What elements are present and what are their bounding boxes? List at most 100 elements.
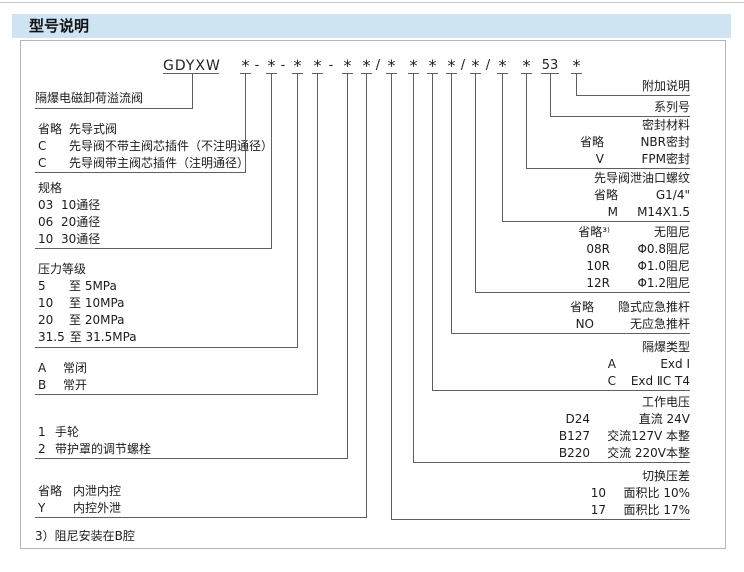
connector-line — [432, 73, 433, 390]
model-code-segment: * — [292, 56, 303, 75]
connector-line — [271, 73, 272, 248]
connector-line — [192, 73, 193, 108]
option-row: Y 内控外泄 — [38, 500, 121, 517]
option-desc: 10通径 — [61, 198, 101, 212]
connector-line — [475, 73, 476, 292]
model-code-segment: * — [497, 56, 508, 75]
option-code: 10 — [38, 296, 54, 310]
option-row: B220 交流 220V本整 — [559, 445, 690, 462]
connector-line — [550, 116, 690, 117]
model-code-separator: - — [280, 58, 286, 73]
connector-line — [35, 108, 193, 109]
option-row: 隔爆电磁卸荷溢流阀 — [35, 90, 143, 107]
option-desc: M14X1.5 — [637, 205, 690, 219]
model-code-segment: * — [342, 56, 353, 75]
model-code-segment: * — [408, 56, 419, 75]
section-header-label: 附加说明 — [641, 79, 690, 93]
connector-line — [391, 519, 690, 520]
option-row: 省略内泄内控 — [38, 483, 121, 500]
option-code: 省略 — [579, 135, 604, 149]
option-desc: 交流 220V本整 — [607, 446, 690, 460]
option-code: B220 — [558, 446, 590, 460]
option-desc: 先导阀不带主阀芯插件（不注明通径） — [69, 139, 274, 153]
model-code-segment: * — [446, 56, 457, 75]
option-code: 20 — [38, 313, 54, 327]
option-desc: Φ1.0阻尼 — [637, 259, 690, 273]
option-desc: 面积比 17% — [623, 503, 691, 517]
option-desc: 无阻尼 — [653, 225, 690, 239]
section-header: 压力等级 — [38, 261, 137, 278]
option-desc: FPM密封 — [641, 152, 691, 166]
option-code: 省略 — [593, 188, 618, 202]
option-row: V FPM密封 — [574, 151, 690, 168]
option-code: 省略³⁾ — [578, 225, 610, 239]
model-code-segment: * — [361, 56, 372, 75]
option-desc: 内控外泄 — [73, 501, 122, 515]
connector-line — [245, 73, 246, 172]
model-code-segment: * — [240, 56, 251, 75]
section-header-label: 规格 — [38, 181, 63, 195]
option-desc: 至 31.5MPa — [69, 330, 137, 344]
option-desc: 先导阀带主阀芯插件（注明通径） — [69, 156, 250, 170]
model-code-separator: / — [485, 58, 491, 73]
section-header: 工作电压 — [559, 394, 690, 411]
option-desc: 30通径 — [61, 232, 101, 246]
option-desc: 无应急推杆 — [629, 317, 690, 331]
model-code-segment: * — [571, 56, 582, 75]
option-code: 5 — [38, 279, 46, 293]
option-desc: 直流 24V — [638, 412, 690, 426]
option-desc: 至 5MPa — [69, 279, 117, 293]
option-code: C — [607, 374, 616, 388]
option-desc: 至 20MPa — [69, 313, 125, 327]
connector-line — [413, 73, 414, 462]
option-code: C — [38, 156, 47, 170]
connector-line — [35, 394, 318, 395]
model-code-segment: * — [521, 56, 532, 75]
connector-line — [451, 73, 452, 333]
connector-line — [576, 73, 577, 95]
connector-line — [576, 95, 690, 96]
model-code-segment: * — [266, 56, 277, 75]
option-code: V — [595, 152, 604, 166]
option-code: 17 — [590, 503, 606, 517]
option-desc: 20通径 — [61, 215, 101, 229]
option-code: 03 — [38, 198, 54, 212]
option-row: C 先导阀带主阀芯插件（注明通径） — [38, 155, 273, 172]
section-header: 系列号 — [654, 99, 690, 116]
option-code: 08R — [586, 242, 610, 256]
section-header: 附加说明 — [642, 78, 690, 95]
option-code: B127 — [558, 429, 590, 443]
model-code-segment: * — [427, 56, 438, 75]
option-code: Y — [38, 501, 46, 515]
connector-line — [526, 73, 527, 168]
model-code-segment: * — [312, 56, 323, 75]
option-desc: 常闭 — [63, 361, 88, 375]
connector-line — [35, 248, 272, 249]
connector-line — [475, 292, 690, 293]
connector-line — [550, 73, 551, 116]
section-additional-note: 附加说明 — [642, 78, 690, 95]
connector-line — [502, 221, 690, 222]
option-code: 省略 — [38, 122, 63, 136]
model-code-separator: / — [460, 58, 466, 73]
connector-line — [297, 73, 298, 347]
option-code: 1 — [38, 425, 46, 439]
option-code: 12R — [586, 276, 610, 290]
section-title: 型号说明 — [12, 14, 731, 38]
